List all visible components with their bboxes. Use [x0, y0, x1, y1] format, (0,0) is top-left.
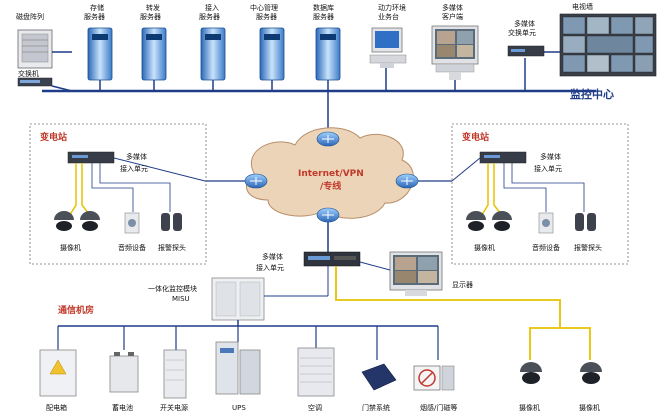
substation-right-title: 变电站 [462, 131, 489, 143]
device-label-5: 门禁系统 [362, 403, 390, 412]
switch-power-icon [163, 349, 187, 399]
comm-mm-label-2: 接入单元 [256, 263, 284, 272]
substation-right-audio-label: 音频设备 [532, 243, 560, 252]
tv-wall-icon [559, 13, 657, 77]
device-label-4: 空调 [308, 403, 322, 412]
substation-left-alarm-icon [161, 213, 182, 231]
substation-right-camera-label: 摄像机 [474, 243, 495, 252]
display-label: 显示器 [452, 281, 473, 289]
center-mgmt-server-label-1: 中心管理 [250, 3, 278, 12]
access-control-icon [361, 363, 397, 391]
battery-icon [109, 352, 139, 393]
storage-server-label-2: 服务器 [84, 12, 105, 21]
db-server-label-1: 数据库 [313, 3, 334, 12]
comm-mm-label-1: 多媒体 [262, 252, 283, 261]
smoke-sensor-icon [413, 365, 455, 391]
camera-link [335, 266, 591, 360]
substation-left-audio-label: 音频设备 [118, 243, 146, 252]
substation-left-mm-label-2: 接入单元 [120, 164, 148, 173]
air-conditioner-icon [297, 347, 335, 397]
device-label-3: UPS [232, 404, 246, 412]
substation-left-audio-icon [124, 212, 140, 234]
substation-right-camera-icon [466, 211, 512, 231]
comm-room-camera-icon-2 [580, 362, 602, 384]
substation-right-mm-access-icon [479, 151, 527, 164]
db-server-icon [315, 27, 341, 81]
mm-client-label-1: 多媒体 [442, 3, 463, 12]
substation-right-mm-label-2: 接入单元 [534, 164, 562, 173]
switch-icon [17, 77, 53, 87]
mm-switch-unit-icon [507, 45, 545, 57]
mm-client-icon [431, 25, 479, 80]
comm-room-cam-label-1: 摄像机 [519, 403, 540, 412]
center-mgmt-server-label-2: 服务器 [256, 12, 277, 21]
disk-array-label: 磁盘阵列 [16, 12, 44, 21]
comm-room-mm-access-icon [303, 251, 361, 267]
misu-cabinet-icon [211, 277, 265, 321]
substation-right-alarm-icon [575, 213, 596, 231]
forward-server-label-2: 服务器 [140, 12, 161, 21]
substation-left-camera-icon [54, 211, 100, 231]
forward-server-label-1: 转发 [146, 3, 160, 12]
substation-left-alarm-label: 报警探头 [158, 243, 186, 252]
device-label-6: 烟感/门磁等 [420, 403, 457, 412]
switch-label: 交换机 [18, 69, 39, 78]
tv-wall-label: 电视墙 [572, 2, 593, 11]
substation-right-audio-icon [538, 212, 554, 234]
power-env-label-2: 业务台 [378, 12, 399, 21]
router-icon-right [395, 173, 419, 189]
substation-left-mm-label-1: 多媒体 [126, 152, 147, 161]
comm-room-camera-icon-1 [520, 362, 542, 384]
console-computer-icon [369, 27, 407, 68]
substation-right-mm-label-1: 多媒体 [540, 152, 561, 161]
disk-array-icon [17, 29, 53, 69]
distribution-box-icon [39, 349, 77, 397]
power-env-label-1: 动力环境 [378, 3, 406, 12]
storage-server-icon [87, 27, 113, 81]
center-mgmt-server-icon [259, 27, 285, 81]
access-server-label-1: 接入 [205, 3, 219, 12]
router-icon-left [244, 173, 268, 189]
cloud-label-2: /专线 [320, 180, 341, 192]
comm-room-cam-label-2: 摄像机 [579, 403, 600, 412]
misu-label-1: 一体化监控模块 [148, 284, 197, 293]
cloud-label-1: Internet/VPN [298, 169, 364, 179]
device-label-2: 开关电源 [160, 403, 188, 412]
ups-icon [215, 341, 261, 395]
substation-right-alarm-label: 报警探头 [574, 243, 602, 252]
db-server-label-2: 服务器 [313, 12, 334, 21]
comm-room-title: 通信机房 [58, 304, 94, 316]
device-label-1: 蓄电池 [112, 403, 133, 412]
access-server-label-2: 服务器 [199, 12, 220, 21]
mm-switch-label-2: 交换单元 [508, 28, 536, 37]
forward-server-icon [141, 27, 167, 81]
substation-left-frame [29, 123, 207, 265]
substation-left-mm-access-icon [67, 151, 115, 164]
display-monitor-icon [389, 251, 443, 296]
misu-label-2: MISU [172, 295, 190, 303]
monitor-center-title: 监控中心 [570, 87, 614, 101]
storage-server-label-1: 存储 [90, 3, 104, 12]
router-icon-top [316, 131, 340, 147]
mm-switch-label-1: 多媒体 [514, 19, 535, 28]
bus-drops [99, 58, 526, 132]
substation-left-title: 变电站 [40, 131, 67, 143]
access-server-icon [200, 27, 226, 81]
router-icon-bottom [316, 207, 340, 223]
substation-right-frame [451, 123, 629, 265]
device-label-0: 配电箱 [46, 403, 67, 412]
mm-client-label-2: 客户端 [442, 12, 463, 21]
substation-left-camera-label: 摄像机 [60, 243, 81, 252]
